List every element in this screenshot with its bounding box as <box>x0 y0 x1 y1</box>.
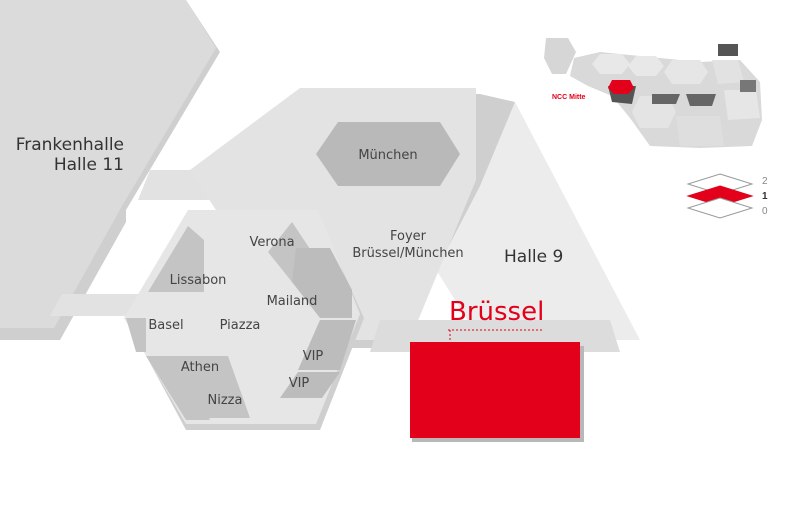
label-halle11: Halle 11 <box>54 155 124 175</box>
label-foyer-sub: Brüssel/München <box>352 246 463 261</box>
room-lissabon[interactable] <box>148 226 204 292</box>
minimap-dark-area-2 <box>652 94 680 104</box>
label-vip-1: VIP <box>303 349 324 364</box>
minimap-label-ncc-mitte: NCC Mitte <box>552 94 586 101</box>
label-lissabon: Lissabon <box>170 273 227 288</box>
label-halle9: Halle 9 <box>504 247 563 267</box>
minimap-left-block <box>544 38 576 74</box>
minimap-dark-block <box>718 44 738 56</box>
minimap-block-4 <box>712 60 744 84</box>
frankenhalle-block[interactable] <box>0 0 216 328</box>
room-mailand[interactable] <box>292 248 352 318</box>
minimap-hex-2 <box>628 56 664 76</box>
label-frankenhalle: Frankenhalle <box>16 135 124 155</box>
minimap-hex-3 <box>664 60 708 84</box>
minimap-location-marker <box>608 80 634 94</box>
level-selector[interactable]: 2 1 0 <box>686 173 768 219</box>
label-verona: Verona <box>249 235 294 250</box>
level-label-2[interactable]: 2 <box>762 176 768 187</box>
room-athen[interactable] <box>146 356 210 420</box>
minimap-dark-area-4 <box>740 80 756 92</box>
label-athen: Athen <box>181 360 219 375</box>
label-vip-2: VIP <box>289 376 310 391</box>
level-plate-0[interactable] <box>686 197 754 219</box>
minimap-block-6 <box>676 116 724 146</box>
room-muenchen[interactable] <box>316 122 460 186</box>
room-bruessel[interactable] <box>410 342 580 438</box>
halle9-block[interactable] <box>430 102 640 340</box>
label-mailand: Mailand <box>267 294 318 309</box>
label-bruessel: Brüssel <box>449 297 544 327</box>
label-piazza: Piazza <box>220 318 261 333</box>
room-vip-1[interactable] <box>298 320 356 370</box>
label-muenchen: München <box>358 148 417 163</box>
overview-minimap[interactable]: NCC Mitte <box>544 38 762 148</box>
minimap-block-7 <box>724 90 760 120</box>
room-vip-2[interactable] <box>280 372 340 398</box>
label-nizza: Nizza <box>208 393 243 408</box>
room-basel[interactable] <box>126 318 146 352</box>
level-label-1[interactable]: 1 <box>762 191 768 202</box>
level-label-0[interactable]: 0 <box>762 206 768 217</box>
label-basel: Basel <box>148 318 183 333</box>
room-nizza[interactable] <box>176 356 250 418</box>
minimap-dark-area-3 <box>686 94 716 106</box>
minimap-hex-1 <box>592 54 630 74</box>
label-foyer: Foyer <box>390 229 427 244</box>
